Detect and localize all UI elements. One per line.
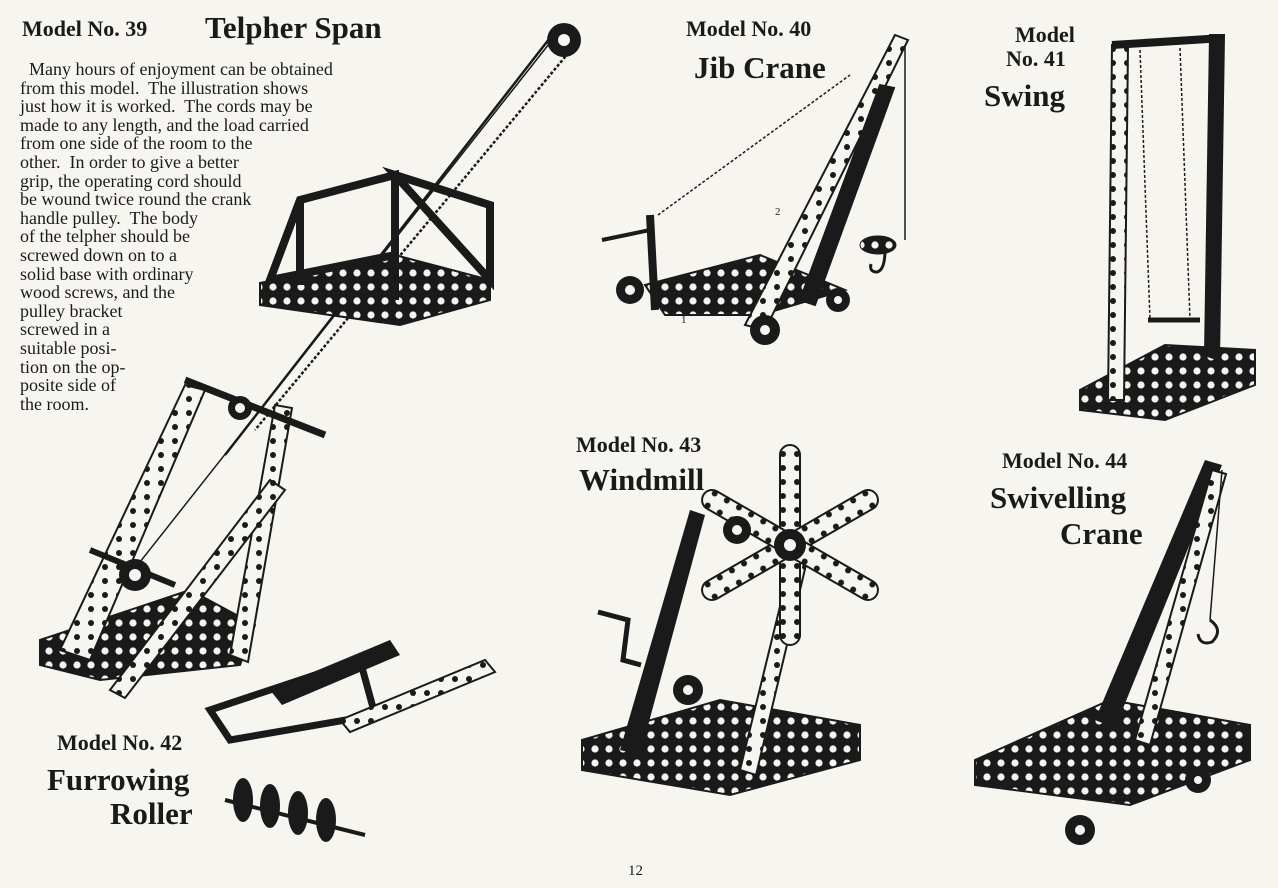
jib-crane-part-label: 2	[775, 206, 781, 218]
description-line: just how it is worked. The cords may be	[20, 96, 313, 117]
description-line: suitable posi-	[20, 337, 117, 358]
description-line: screwed in a	[20, 319, 110, 340]
description-line: wood screws, and the	[20, 282, 175, 303]
model-42-title-line2: Roller	[110, 796, 193, 831]
model-39-number: Model No. 39	[22, 16, 148, 41]
description-line: from one side of the room to the	[20, 133, 253, 154]
model-44-title-line1: Swivelling	[990, 480, 1127, 515]
model-39-title: Telpher Span	[205, 10, 382, 45]
model-41-number-line1: Model	[1015, 22, 1075, 47]
model-43-number: Model No. 43	[576, 432, 702, 457]
model-43-title: Windmill	[579, 462, 705, 497]
jib-crane-part-label: 1	[681, 314, 687, 326]
description-line: other. In order to give a better	[20, 151, 239, 172]
model-44-title-line2: Crane	[1060, 516, 1143, 551]
model-40-title: Jib Crane	[694, 50, 826, 85]
model-41-title: Swing	[984, 78, 1065, 113]
description-line: made to any length, and the load carried	[20, 114, 309, 135]
description-line: screwed down on to a	[20, 244, 177, 265]
description-line: the room.	[20, 393, 89, 414]
model-40-number: Model No. 40	[686, 16, 812, 41]
page-number: 12	[628, 863, 643, 879]
model-42-number: Model No. 42	[57, 730, 183, 755]
description-line: grip, the operating cord should	[20, 170, 242, 191]
model-44-number: Model No. 44	[1002, 448, 1128, 473]
description-line: from this model. The illustration shows	[20, 77, 309, 98]
model-39-description: Many hours of enjoyment can be obtained …	[20, 60, 333, 413]
model-41-number-line2: No. 41	[1006, 46, 1066, 71]
description-line: be wound twice round the crank	[20, 189, 252, 210]
description-line: pulley bracket	[20, 300, 123, 321]
model-42-title-line1: Furrowing	[47, 762, 190, 797]
description-line: tion on the op-	[20, 356, 126, 377]
description-line: handle pulley. The body	[20, 207, 198, 228]
description-line: of the telpher should be	[20, 226, 190, 247]
description-line: posite side of	[20, 375, 116, 396]
description-line: Many hours of enjoyment can be obtained	[20, 59, 333, 79]
description-line: solid base with ordinary	[20, 263, 194, 284]
